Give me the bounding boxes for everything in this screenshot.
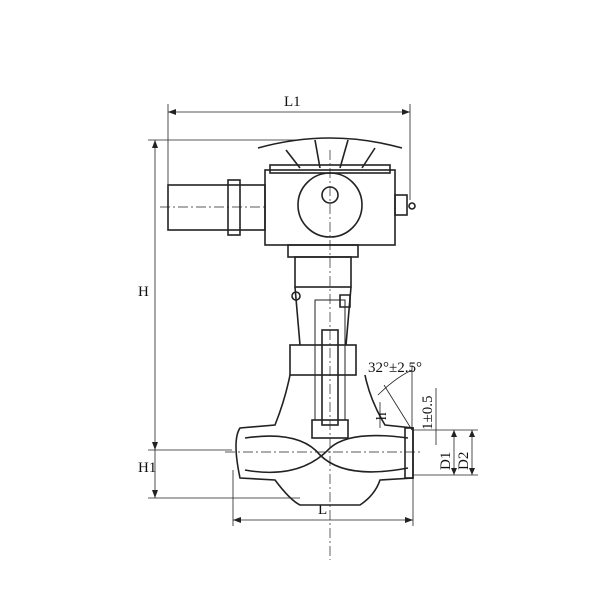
dimension-H1: H1	[138, 450, 300, 499]
yoke	[287, 244, 359, 346]
dimension-L: L	[232, 470, 414, 526]
dimension-L1: L1	[167, 94, 411, 200]
motor	[160, 179, 268, 236]
bonnet	[289, 299, 357, 439]
weld-end-dimensions: 32°±2.5° h 1±0.5 D1 D2	[368, 360, 478, 476]
label-angle: 32°±2.5°	[368, 360, 422, 376]
dimension-H: H	[138, 139, 300, 451]
electric-actuator	[264, 150, 416, 560]
label-L: L	[318, 502, 327, 518]
label-H1: H1	[138, 460, 156, 476]
label-h: h	[374, 412, 390, 420]
label-H: H	[138, 284, 149, 300]
valve-body	[225, 374, 420, 506]
label-D1: D1	[438, 452, 454, 470]
label-L1: L1	[284, 94, 301, 110]
label-gap: 1±0.5	[420, 396, 436, 430]
label-D2: D2	[456, 452, 472, 470]
